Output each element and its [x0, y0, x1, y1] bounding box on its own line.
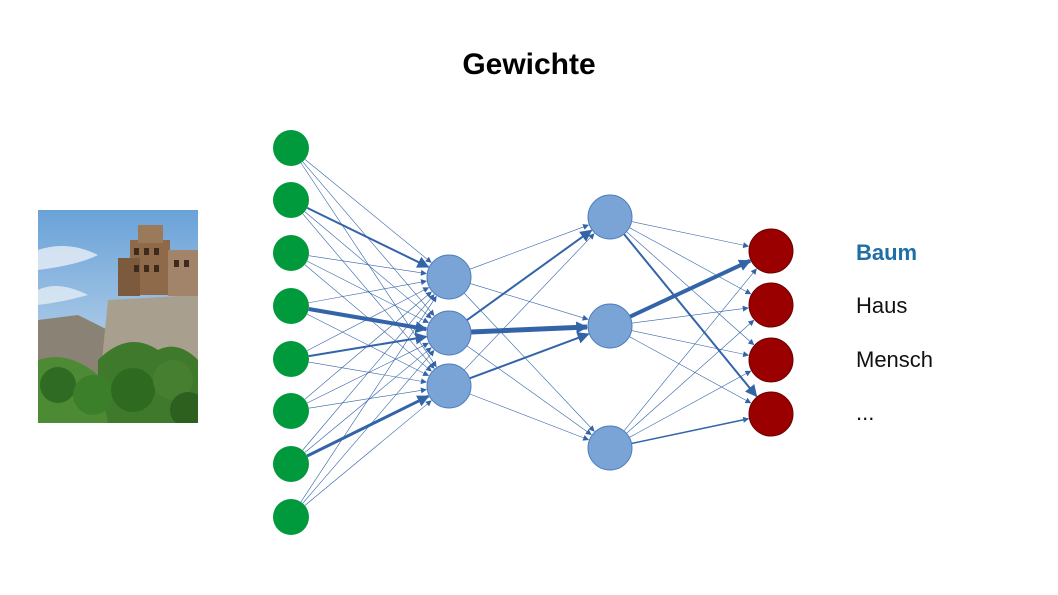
network-nodes: [273, 130, 794, 535]
input-node-8: [273, 499, 309, 535]
edge-1-1-0: [466, 229, 593, 321]
edge-2-1-2: [631, 330, 750, 358]
edge-1-2-2: [469, 393, 590, 441]
edge-1-2-1: [469, 332, 590, 380]
edge-1-0-0: [469, 224, 590, 270]
edge-1-1-2: [466, 345, 592, 435]
edge-2-1-1: [631, 305, 749, 324]
output-label-2: Haus: [856, 293, 908, 318]
edge-0-4-2: [308, 361, 427, 385]
edge-0-4-0: [306, 287, 430, 351]
edge-0-3-2: [306, 313, 430, 376]
input-photo: [38, 210, 198, 423]
input-node-3: [273, 235, 309, 271]
edge-2-2-0: [623, 268, 757, 432]
input-node-2: [273, 182, 309, 218]
output-node-2: [748, 282, 794, 328]
input-node-1: [273, 130, 309, 166]
edge-0-2-0: [308, 255, 427, 276]
edge-1-2-0: [463, 233, 595, 371]
slide-title: Gewichte: [462, 48, 596, 81]
edge-0-5-0: [304, 291, 432, 400]
input-node-4: [273, 288, 309, 324]
edge-0-0-0: [304, 159, 432, 263]
edge-2-2-1: [626, 319, 755, 434]
input-node-5: [273, 341, 309, 377]
edge-2-1-3: [629, 336, 752, 404]
edge-0-7-2: [304, 400, 432, 506]
edge-1-0-2: [463, 292, 595, 432]
hidden2-node-2: [587, 303, 633, 349]
edge-0-3-0: [308, 279, 427, 304]
edge-1-1-1: [470, 321, 589, 335]
edge-2-1-0: [629, 258, 752, 319]
edge-2-2-3: [631, 416, 750, 445]
edge-0-6-0: [302, 294, 435, 451]
hidden1-node-3: [426, 363, 472, 409]
edge-2-0-0: [631, 221, 750, 249]
hidden2-node-3: [587, 425, 633, 471]
edge-1-0-1: [469, 283, 589, 321]
output-label-4: ...: [856, 400, 875, 425]
edge-0-6-2: [306, 394, 430, 458]
output-node-4: [748, 391, 794, 437]
input-node-6: [273, 393, 309, 429]
edge-0-7-0: [300, 295, 437, 503]
edge-2-0-3: [623, 233, 758, 398]
hidden1-node-2: [426, 310, 472, 356]
output-label-1: Baum: [856, 240, 918, 265]
edge-0-1-0: [306, 206, 430, 268]
edge-0-7-1: [302, 349, 435, 504]
output-node-1: [748, 228, 794, 274]
edge-2-2-2: [629, 370, 752, 438]
output-label-3: Mensch: [856, 347, 934, 372]
output-node-3: [748, 337, 794, 383]
edge-0-1-2: [302, 213, 435, 369]
edge-2-0-1: [629, 227, 752, 295]
hidden1-node-1: [426, 254, 472, 300]
input-node-7: [273, 446, 309, 482]
hidden2-node-1: [587, 194, 633, 240]
connection-edges: [300, 159, 758, 506]
edge-0-5-2: [308, 387, 427, 409]
